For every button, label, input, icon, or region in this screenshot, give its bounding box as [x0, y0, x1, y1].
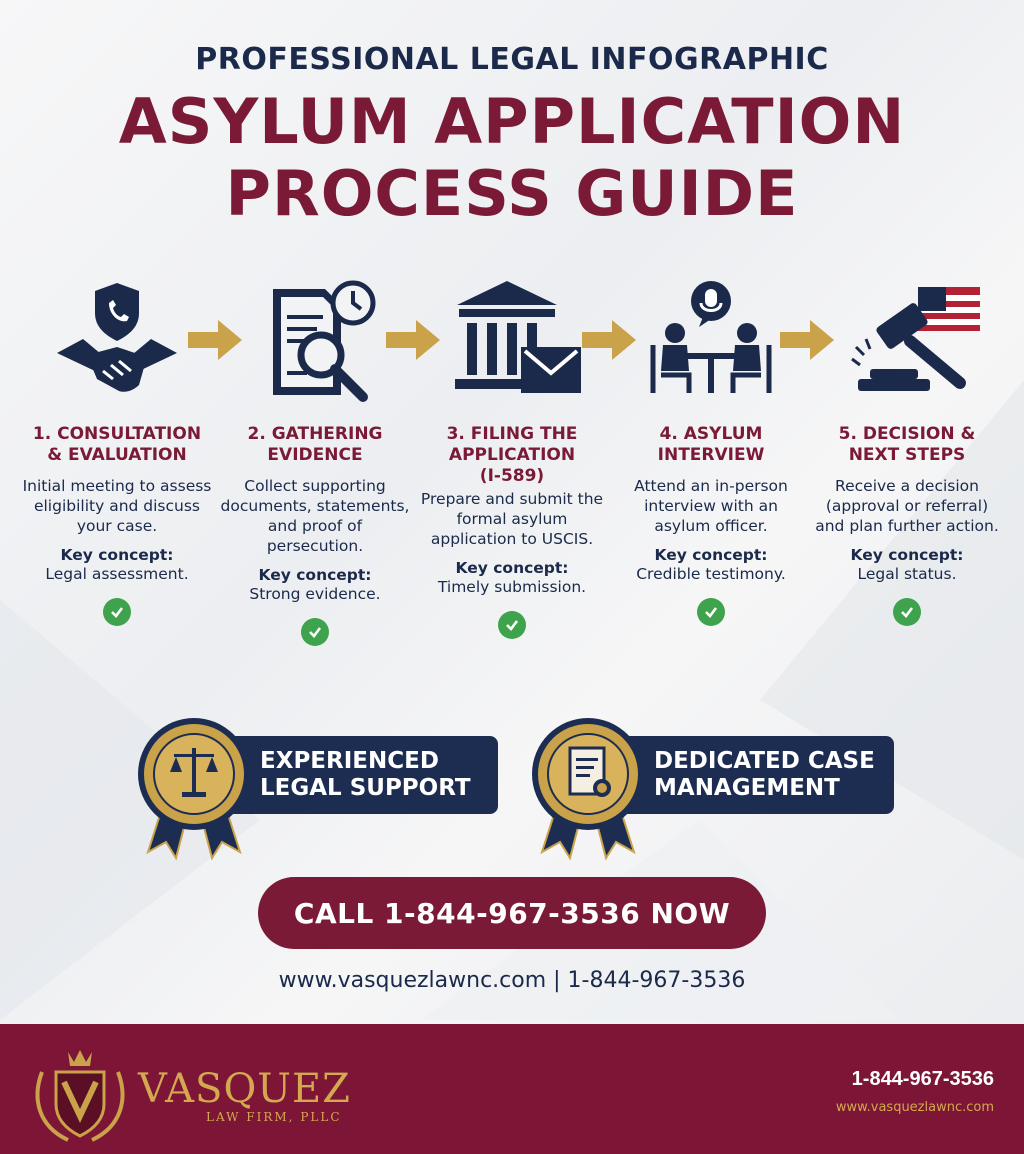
step-3-description: Prepare and submit the formal asylum app…	[420, 490, 604, 548]
step-1-key-concept: Legal assessment.	[45, 565, 189, 583]
courthouse-envelope-icon	[417, 270, 607, 410]
step-3: 3. FILING THE APPLICATION (I-589) Prepar…	[417, 270, 607, 639]
step-3-key-concept: Timely submission.	[437, 578, 587, 596]
check-icon	[103, 598, 131, 626]
step-5-key-concept-label: Key concept:	[850, 546, 964, 564]
step-2-title: 2. GATHERING EVIDENCE	[220, 424, 410, 466]
step-3-title-line-3: (I-589)	[479, 466, 545, 486]
step-3-key-concept-label: Key concept:	[455, 559, 569, 577]
step-2-description: Collect supporting documents, statements…	[220, 477, 410, 555]
footer: VASQUEZ LAW FIRM, PLLC 1-844-967-3536 ww…	[0, 1024, 1024, 1154]
step-5-description: Receive a decision (approval or referral…	[815, 477, 999, 535]
step-1-key-concept-label: Key concept:	[60, 546, 174, 564]
call-now-button[interactable]: CALL 1-844-967-3536 NOW	[258, 877, 766, 949]
title-line-1: ASYLUM APPLICATION	[118, 85, 906, 158]
interview-icon	[616, 270, 806, 410]
step-4-title: 4. ASYLUM INTERVIEW	[616, 424, 806, 466]
step-2-title-line-1: 2. GATHERING	[247, 424, 383, 444]
step-5-key-concept: Legal status.	[857, 565, 957, 583]
footer-phone[interactable]: 1-844-967-3536	[851, 1068, 994, 1090]
step-4-title-line-2: INTERVIEW	[657, 445, 765, 465]
arrow-right-icon	[582, 320, 636, 360]
brand-subtitle: LAW FIRM, PLLC	[206, 1110, 342, 1124]
step-4-key-concept-label: Key concept:	[654, 546, 768, 564]
badge-dedicated-case-management: DEDICATED CASE MANAGEMENT	[528, 712, 898, 862]
badge-1-line-2: LEGAL SUPPORT	[260, 775, 471, 801]
badge-2-line-2: MANAGEMENT	[654, 775, 840, 801]
step-2-title-line-2: EVIDENCE	[267, 445, 363, 465]
badge-2-label: DEDICATED CASE MANAGEMENT	[608, 736, 894, 814]
step-2-key-concept-label: Key concept:	[258, 566, 372, 584]
step-3-title-line-1: 3. FILING THE	[446, 424, 578, 444]
step-1-title-line-2: & EVALUATION	[47, 445, 187, 465]
step-5-title-line-1: 5. DECISION &	[838, 424, 976, 444]
arrow-right-icon	[188, 320, 242, 360]
step-4-title-line-1: 4. ASYLUM	[659, 424, 763, 444]
step-1-description: Initial meeting to assess eligibility an…	[22, 477, 212, 535]
title-line-2: PROCESS GUIDE	[225, 157, 799, 230]
gavel-flag-icon	[812, 270, 1002, 410]
header-subtitle: PROFESSIONAL LEGAL INFOGRAPHIC	[195, 42, 829, 77]
step-4-description: Attend an in-person interview with an as…	[634, 477, 788, 535]
contact-line: www.vasquezlawnc.com | 1-844-967-3536	[278, 968, 746, 993]
document-magnifier-icon	[220, 270, 410, 410]
badge-2-line-1: DEDICATED CASE	[654, 748, 875, 774]
brand-name: VASQUEZ	[138, 1066, 351, 1112]
step-3-title-line-2: APPLICATION	[448, 445, 576, 465]
step-1: 1. CONSULTATION & EVALUATION Initial mee…	[22, 270, 212, 626]
handshake-shield-icon	[22, 270, 212, 410]
step-1-title: 1. CONSULTATION & EVALUATION	[22, 424, 212, 466]
step-2-key-concept: Strong evidence.	[249, 585, 381, 603]
step-2: 2. GATHERING EVIDENCE Collect supporting…	[220, 270, 410, 646]
step-4: 4. ASYLUM INTERVIEW Attend an in-person …	[616, 270, 806, 626]
footer-website-link[interactable]: www.vasquezlawnc.com	[835, 1100, 994, 1115]
step-5-title-line-2: NEXT STEPS	[848, 445, 966, 465]
arrow-right-icon	[386, 320, 440, 360]
scales-icon	[138, 718, 250, 861]
step-5: 5. DECISION & NEXT STEPS Receive a decis…	[812, 270, 1002, 626]
check-icon	[893, 598, 921, 626]
step-5-title: 5. DECISION & NEXT STEPS	[812, 424, 1002, 466]
check-icon	[498, 611, 526, 639]
check-icon	[301, 618, 329, 646]
step-4-key-concept: Credible testimony.	[636, 565, 786, 583]
process-steps: 1. CONSULTATION & EVALUATION Initial mee…	[0, 270, 1024, 710]
badge-1-label: EXPERIENCED LEGAL SUPPORT	[214, 736, 498, 814]
step-3-title: 3. FILING THE APPLICATION (I-589)	[417, 424, 607, 487]
step-1-title-line-1: 1. CONSULTATION	[32, 424, 202, 444]
badge-1-line-1: EXPERIENCED	[260, 748, 439, 774]
check-icon	[697, 598, 725, 626]
page-title: ASYLUM APPLICATION PROCESS GUIDE	[0, 86, 1024, 230]
firm-crest-icon	[35, 1050, 125, 1142]
certificate-icon	[532, 718, 644, 861]
badge-experienced-legal-support: EXPERIENCED LEGAL SUPPORT	[134, 712, 504, 862]
arrow-right-icon	[780, 320, 834, 360]
